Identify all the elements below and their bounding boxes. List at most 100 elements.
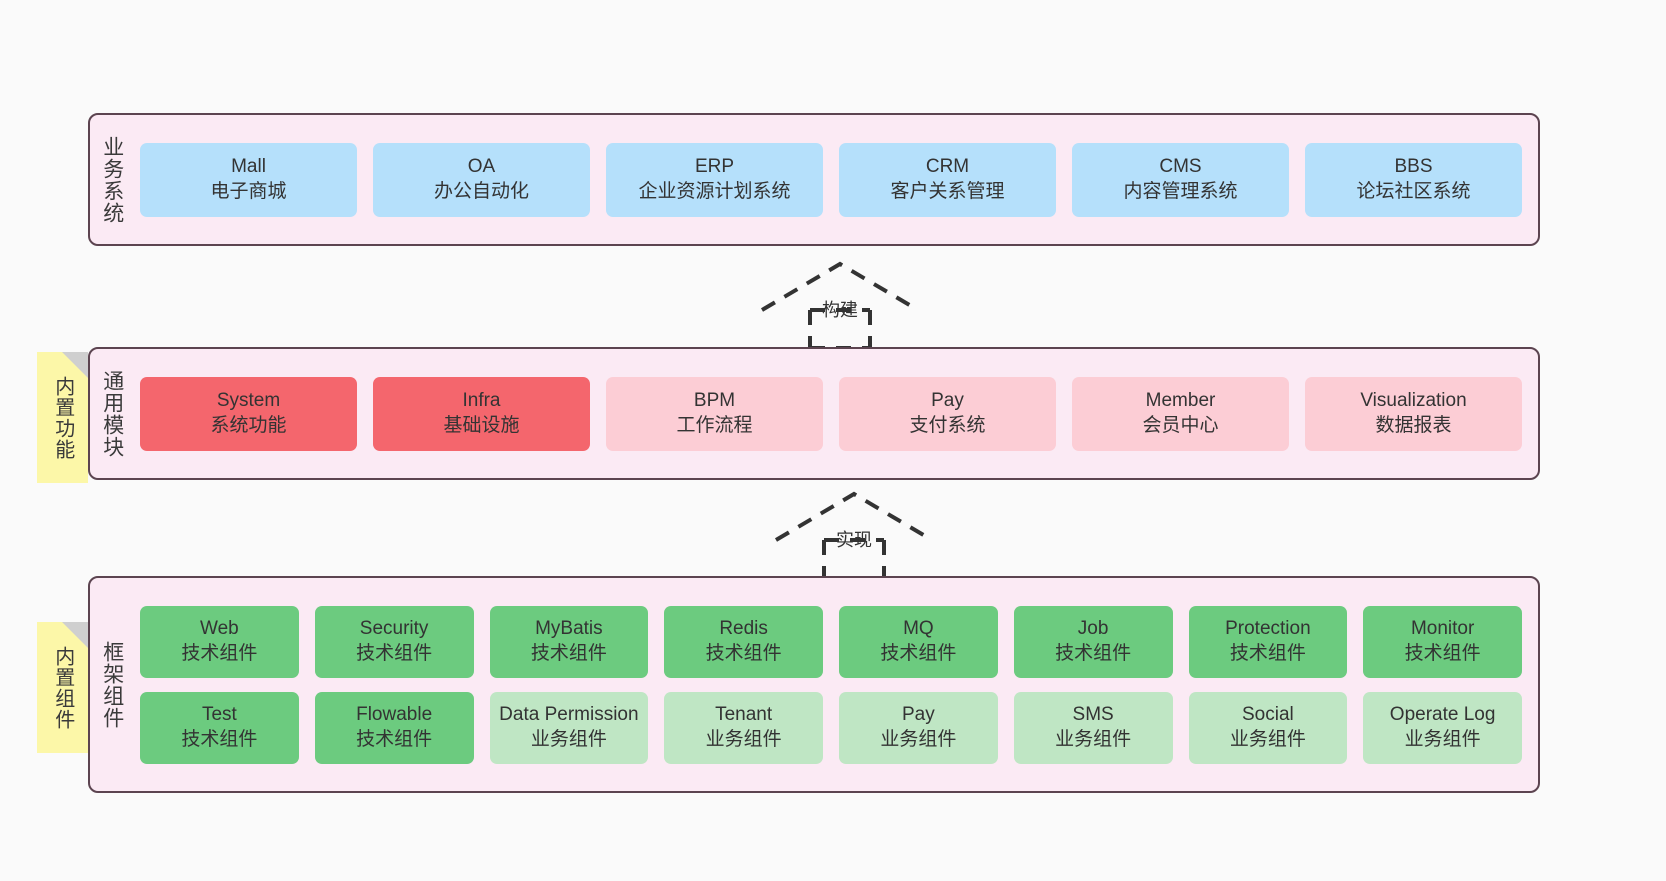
layer-business-systems: 业务系统 Mall 电子商城 OA 办公自动化 ERP 企业资源计划系统 CRM <box>88 113 1540 246</box>
card-title: Redis <box>719 617 768 639</box>
card-subtitle: 业务组件 <box>1229 728 1306 750</box>
card-pay-module[interactable]: Pay 支付系统 <box>839 376 1056 451</box>
card-subtitle: 基础设施 <box>443 414 520 436</box>
card-mq[interactable]: MQ 技术组件 <box>839 605 998 678</box>
card-subtitle: 论坛社区系统 <box>1356 180 1471 202</box>
card-title: CRM <box>925 155 970 177</box>
card-title: Operate Log <box>1389 703 1496 725</box>
card-subtitle: 业务组件 <box>880 728 957 750</box>
layer-body-common: System 系统功能 Infra 基础设施 BPM 工作流程 Pay 支付系统… <box>134 349 1538 478</box>
card-title: ERP <box>694 155 735 177</box>
card-subtitle: 技术组件 <box>705 642 782 664</box>
card-tenant[interactable]: Tenant 业务组件 <box>664 691 823 764</box>
card-subtitle: 业务组件 <box>705 728 782 750</box>
card-mybatis[interactable]: MyBatis 技术组件 <box>489 605 649 678</box>
card-subtitle: 支付系统 <box>909 414 986 436</box>
card-subtitle: 内容管理系统 <box>1123 180 1238 202</box>
layer-title-common: 通用模块 <box>100 369 124 458</box>
card-title: CMS <box>1159 155 1202 177</box>
card-member[interactable]: Member 会员中心 <box>1072 376 1289 451</box>
card-subtitle: 技术组件 <box>880 642 957 664</box>
card-system[interactable]: System 系统功能 <box>140 376 357 451</box>
card-social[interactable]: Social 业务组件 <box>1188 691 1348 764</box>
card-redis[interactable]: Redis 技术组件 <box>664 605 823 678</box>
card-title: Pay <box>931 389 964 411</box>
card-subtitle: 技术组件 <box>530 642 607 664</box>
card-title: Member <box>1145 389 1216 411</box>
card-data-permission[interactable]: Data Permission 业务组件 <box>489 691 649 764</box>
card-job[interactable]: Job 技术组件 <box>1013 605 1173 678</box>
card-row: Web 技术组件 Security 技术组件 MyBatis 技术组件 Redi… <box>140 605 1522 678</box>
card-erp[interactable]: ERP 企业资源计划系统 <box>606 142 823 217</box>
card-subtitle: 技术组件 <box>1055 642 1132 664</box>
card-title: Infra <box>462 389 501 411</box>
card-title: Mall <box>231 155 266 177</box>
layer-body-business: Mall 电子商城 OA 办公自动化 ERP 企业资源计划系统 CRM 客户关系… <box>134 115 1538 244</box>
card-subtitle: 业务组件 <box>530 728 607 750</box>
card-title: MyBatis <box>535 617 603 639</box>
card-row: Mall 电子商城 OA 办公自动化 ERP 企业资源计划系统 CRM 客户关系… <box>140 142 1522 217</box>
card-bpm[interactable]: BPM 工作流程 <box>606 376 823 451</box>
card-title: Flowable <box>356 703 433 725</box>
card-title: Monitor <box>1410 617 1475 639</box>
card-subtitle: 技术组件 <box>356 642 433 664</box>
note-label: 内置功能 <box>51 375 74 460</box>
card-title: Protection <box>1225 617 1311 639</box>
layer-body-framework: Web 技术组件 Security 技术组件 MyBatis 技术组件 Redi… <box>134 578 1538 791</box>
card-test[interactable]: Test 技术组件 <box>140 691 299 764</box>
card-subtitle: 工作流程 <box>676 414 753 436</box>
note-fold-corner-icon <box>62 622 88 648</box>
layer-common-modules: 通用模块 System 系统功能 Infra 基础设施 BPM 工作流程 Pay <box>88 347 1540 480</box>
card-operate-log[interactable]: Operate Log 业务组件 <box>1363 691 1522 764</box>
card-subtitle: 业务组件 <box>1404 728 1481 750</box>
card-mall[interactable]: Mall 电子商城 <box>140 142 357 217</box>
card-security[interactable]: Security 技术组件 <box>314 605 474 678</box>
card-cms[interactable]: CMS 内容管理系统 <box>1072 142 1289 217</box>
card-title: OA <box>467 155 496 177</box>
card-infra[interactable]: Infra 基础设施 <box>373 376 590 451</box>
card-pay-component[interactable]: Pay 业务组件 <box>839 691 998 764</box>
note-builtin-components: 内置组件 <box>37 622 88 753</box>
card-title: Job <box>1077 617 1109 639</box>
card-crm[interactable]: CRM 客户关系管理 <box>839 142 1056 217</box>
card-sms[interactable]: SMS 业务组件 <box>1013 691 1173 764</box>
card-title: Web <box>200 617 239 639</box>
card-flowable[interactable]: Flowable 技术组件 <box>314 691 474 764</box>
card-subtitle: 技术组件 <box>181 728 258 750</box>
card-visualization[interactable]: Visualization 数据报表 <box>1305 376 1522 451</box>
note-label: 内置组件 <box>51 645 74 730</box>
card-oa[interactable]: OA 办公自动化 <box>373 142 590 217</box>
card-title: Social <box>1242 703 1294 725</box>
note-builtin-features: 内置功能 <box>37 352 88 483</box>
card-subtitle: 技术组件 <box>181 642 258 664</box>
card-subtitle: 会员中心 <box>1142 414 1219 436</box>
card-monitor[interactable]: Monitor 技术组件 <box>1363 605 1522 678</box>
card-web[interactable]: Web 技术组件 <box>140 605 299 678</box>
layer-title-business: 业务系统 <box>100 135 124 224</box>
card-subtitle: 技术组件 <box>1404 642 1481 664</box>
card-title: Tenant <box>715 703 773 725</box>
card-protection[interactable]: Protection 技术组件 <box>1188 605 1348 678</box>
card-subtitle: 办公自动化 <box>433 180 529 202</box>
layer-title-framework: 框架组件 <box>100 640 124 729</box>
card-row: Test 技术组件 Flowable 技术组件 Data Permission … <box>140 691 1522 764</box>
card-subtitle: 业务组件 <box>1055 728 1132 750</box>
card-title: Pay <box>902 703 935 725</box>
card-subtitle: 系统功能 <box>210 414 287 436</box>
card-subtitle: 客户关系管理 <box>890 180 1005 202</box>
card-subtitle: 电子商城 <box>210 180 287 202</box>
generalization-arrow-icon <box>760 261 920 350</box>
card-title: System <box>216 389 281 411</box>
card-title: Visualization <box>1360 389 1467 411</box>
card-bbs[interactable]: BBS 论坛社区系统 <box>1305 142 1522 217</box>
card-subtitle: 企业资源计划系统 <box>638 180 791 202</box>
connector-implement-arrow: 实现 <box>766 488 942 580</box>
card-title: BPM <box>693 389 736 411</box>
card-title: BBS <box>1394 155 1433 177</box>
generalization-arrow-icon <box>774 491 934 580</box>
card-title: SMS <box>1072 703 1114 725</box>
card-title: Test <box>201 703 237 725</box>
card-subtitle: 数据报表 <box>1375 414 1452 436</box>
card-title: MQ <box>903 617 934 639</box>
